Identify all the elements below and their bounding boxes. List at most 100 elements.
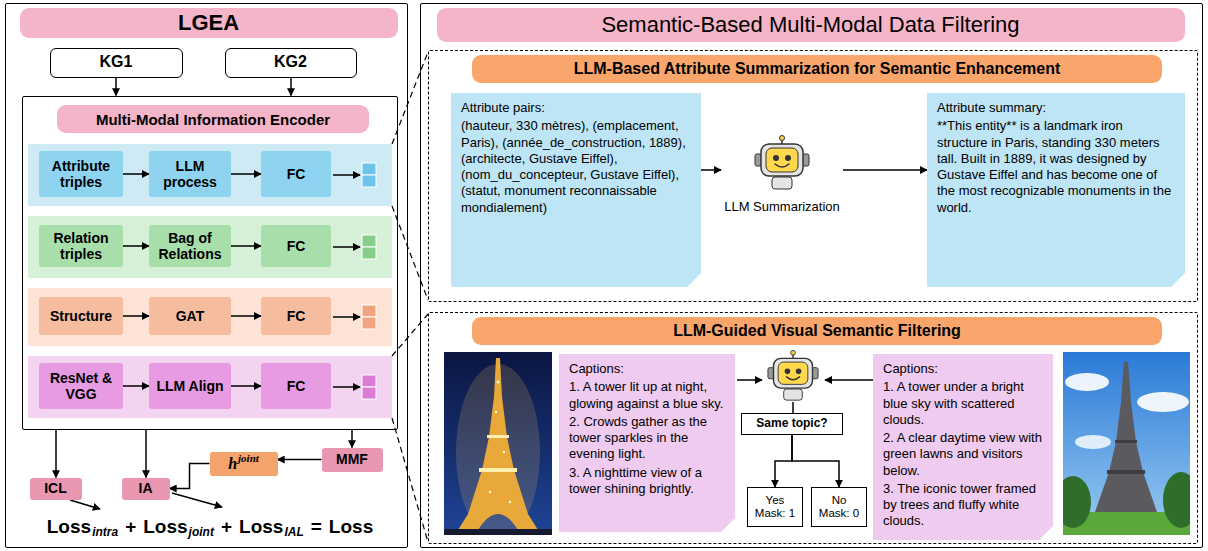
panel-heading: LGEA xyxy=(20,8,398,38)
joint-embedding-box: hjoint xyxy=(210,452,278,476)
box-label: Bag of Relations xyxy=(154,230,226,262)
left-panel: LGEAKG1KG2Multi-Modal Information Encode… xyxy=(5,3,408,548)
encoder-frame: Multi-Modal Information EncoderAttribute… xyxy=(22,96,398,430)
box-label: Structure xyxy=(44,308,118,324)
note-text: 1. A tower lit up at night, glowing agai… xyxy=(569,379,725,412)
connector-arrow xyxy=(145,430,147,478)
process-box: FC xyxy=(261,151,331,197)
process-box: Structure xyxy=(39,297,123,335)
connector-arrow xyxy=(775,435,792,487)
connector-arrow xyxy=(843,169,927,171)
module-box: MMF xyxy=(322,448,383,472)
module-box: ICL xyxy=(30,478,82,500)
box-label: IA xyxy=(127,480,165,496)
robot-icon xyxy=(761,144,803,176)
formula-operator: + xyxy=(221,516,232,538)
night-photo xyxy=(509,501,511,503)
note-text: 3. The iconic tower framed by trees and … xyxy=(883,481,1043,530)
connector-arrow xyxy=(231,315,261,317)
night-photo xyxy=(458,358,538,530)
connector-arrow xyxy=(351,430,353,448)
robot-icon xyxy=(775,164,789,167)
box-label: GAT xyxy=(154,308,226,324)
caption-arrows xyxy=(737,379,762,381)
night-photo xyxy=(444,529,552,535)
modality-bands xyxy=(28,288,392,346)
loss-formula: Lossintra+Lossjoint+LossIAL=Loss xyxy=(22,512,398,542)
day-photo xyxy=(1087,362,1165,528)
formula-term: Loss xyxy=(143,516,187,538)
right-panel: Semantic-Based Multi-Modal Data Filterin… xyxy=(420,3,1203,548)
connector-arrow xyxy=(123,385,149,387)
connector-arrow xyxy=(123,245,149,247)
note-card: Attribute pairs:(hauteur, 330 mètres), (… xyxy=(451,93,701,287)
symbol-base: h xyxy=(228,455,237,473)
caption-card: Captions: 1. A tower lit up at night, glo… xyxy=(559,354,735,532)
input-box: KG1 xyxy=(50,48,183,78)
process-box: FC xyxy=(261,297,331,335)
day-photo xyxy=(1137,392,1189,412)
robot-icon xyxy=(784,389,803,400)
connector-arrow xyxy=(701,169,721,171)
box-label: LLM process xyxy=(154,158,226,190)
box-label: Same topic? xyxy=(747,417,837,431)
day-photo xyxy=(1065,373,1109,391)
process-box: Attribute triples xyxy=(39,151,123,197)
box-label: ICL xyxy=(35,480,77,496)
connector-arrow xyxy=(792,435,839,487)
formula-subscript: intra xyxy=(92,525,118,539)
night-photo xyxy=(503,451,505,453)
embedding-squares xyxy=(362,375,376,387)
panel-heading: Multi-Modal Information Encoder xyxy=(57,105,369,133)
loss-arrows xyxy=(70,500,100,509)
embedding-output xyxy=(333,386,360,388)
caption-card: Captions:1. A tower under a bright blue … xyxy=(873,354,1053,540)
box-label: Relation triples xyxy=(44,230,118,262)
robot-icon xyxy=(752,135,812,191)
note-text: 2. A clear daytime view with green lawns… xyxy=(883,430,1043,479)
process-box: Relation triples xyxy=(39,225,123,267)
formula-subscript: IAL xyxy=(284,525,303,539)
day-photo xyxy=(1055,476,1091,528)
embedding-output xyxy=(333,246,360,248)
connector-arrow xyxy=(278,459,322,461)
note-heading: Captions: xyxy=(569,361,725,377)
embedding-squares xyxy=(362,305,376,317)
robot-icon xyxy=(780,136,785,141)
loss-arrows xyxy=(172,493,222,507)
note-heading: Attribute pairs: xyxy=(461,100,691,116)
module-box: IA xyxy=(122,478,170,500)
robot-icon xyxy=(773,155,779,161)
day-photo xyxy=(1115,440,1137,443)
connector-arrow xyxy=(231,245,261,247)
embedding-output xyxy=(333,175,360,387)
box-label: MMF xyxy=(327,451,378,467)
night-photo xyxy=(489,491,491,493)
box-label: KG1 xyxy=(56,53,177,71)
robot-icon xyxy=(778,362,808,384)
robot-icon xyxy=(787,377,800,380)
robot-icon xyxy=(774,358,813,388)
note-text: 3. A nighttime view of a tower shining b… xyxy=(569,465,725,498)
formula-term: Loss xyxy=(47,516,91,538)
llm-robot: LLM Summarization xyxy=(721,129,843,239)
formula-operator: + xyxy=(125,516,136,538)
night-photo xyxy=(444,352,552,540)
day-photo xyxy=(1055,352,1199,535)
night-photo xyxy=(497,381,500,384)
embedding-output xyxy=(333,174,360,176)
formula-term: Loss xyxy=(239,516,283,538)
embedding-squares xyxy=(362,175,376,187)
day-photo xyxy=(1075,435,1111,449)
connector-arrow xyxy=(170,464,210,489)
connector-arrow xyxy=(231,173,261,175)
decision-box: Same topic? xyxy=(741,413,843,435)
caption-arrows xyxy=(825,379,873,381)
mask-box: NoMask: 0 xyxy=(811,487,867,527)
box-label: Attribute triples xyxy=(44,158,118,190)
process-box: FC xyxy=(261,225,331,267)
robot-icon xyxy=(785,369,791,375)
connector-arrow xyxy=(123,173,149,175)
process-box: LLM process xyxy=(149,151,231,197)
